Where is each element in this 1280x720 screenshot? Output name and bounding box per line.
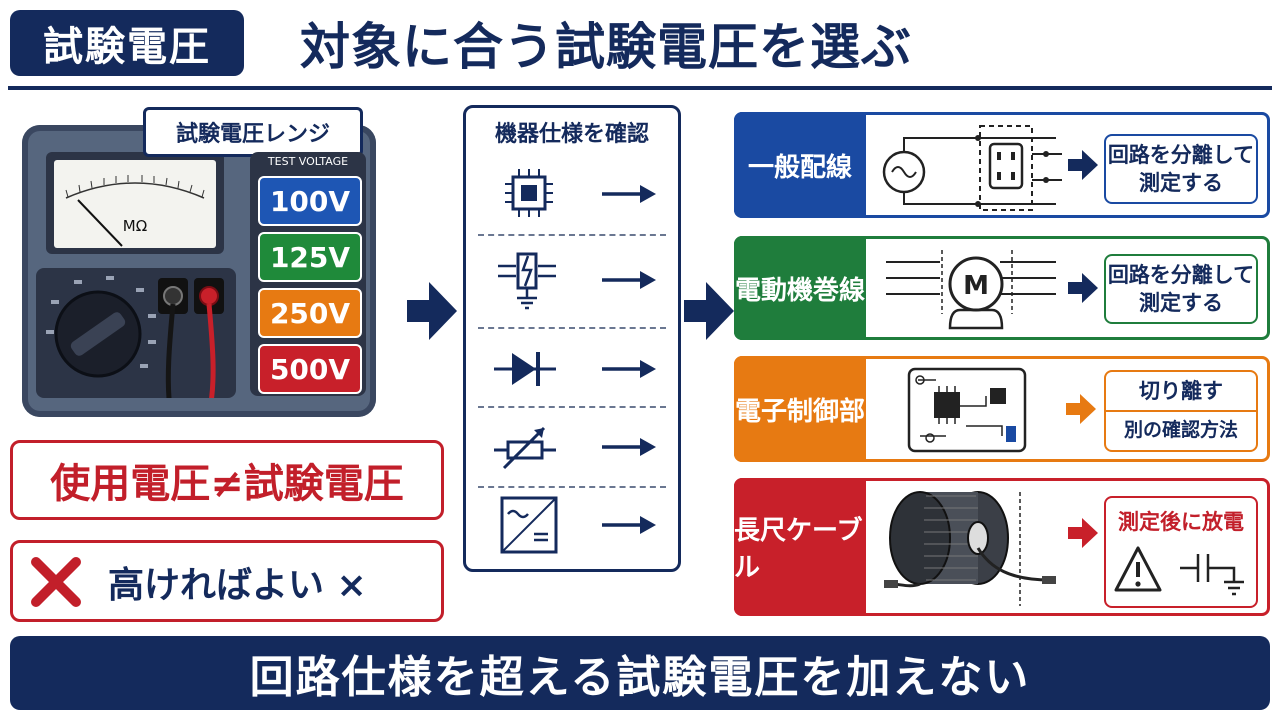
divider — [478, 327, 666, 329]
spec-panel — [463, 105, 681, 572]
arrow-right-icon — [600, 268, 658, 292]
cross-icon — [26, 552, 86, 612]
arrow-right-icon — [600, 182, 658, 206]
inverter-icon — [496, 494, 562, 556]
black-terminal[interactable] — [158, 278, 188, 314]
result-line: 回路を分離して — [1107, 262, 1255, 287]
arrow-right-icon — [684, 282, 734, 340]
red-lead-wire — [206, 303, 216, 409]
red-terminal[interactable] — [194, 278, 224, 314]
arrow-right-icon — [1068, 518, 1098, 548]
spec-title: 機器仕様を確認 — [494, 122, 649, 147]
rotary-dial[interactable] — [54, 290, 142, 378]
warning-icon — [1114, 546, 1162, 592]
result-line: 測定後に放電 — [1118, 510, 1244, 534]
warning-note — [10, 540, 444, 622]
outlet-circuit-icon — [876, 120, 1066, 212]
voltage-note: 使用電圧≠試験電圧 — [10, 440, 444, 520]
row-label: 一般配線 — [734, 112, 866, 218]
row-label: 長尺ケーブル — [734, 478, 866, 616]
arrow-right-icon — [600, 513, 658, 537]
diode-icon — [492, 338, 558, 400]
warning-text: 高ければよい × — [108, 565, 367, 606]
cable-reel-icon — [880, 488, 1060, 610]
arrow-right-icon — [407, 282, 457, 340]
range-label: 試験電圧レンジ — [143, 107, 363, 157]
section-tag: 試験電圧 — [10, 10, 244, 76]
title-divider — [8, 86, 1272, 90]
result-box: 切り離す 別の確認方法 — [1104, 370, 1258, 452]
arrow-right-icon — [1066, 394, 1096, 424]
result-box: 測定後に放電 — [1104, 496, 1258, 608]
result-line: 回路を分離して — [1107, 142, 1255, 167]
row-label: 電子制御部 — [734, 356, 866, 462]
page-title: 対象に合う試験電圧を選ぶ — [300, 18, 912, 76]
arrow-right-icon — [600, 435, 658, 459]
arrow-right-icon — [600, 357, 658, 381]
motor-letter: M — [963, 271, 989, 301]
result-line: 測定する — [1139, 291, 1223, 315]
meter-scale-icon: MΩ — [65, 175, 205, 247]
meter-unit: MΩ — [123, 217, 147, 235]
variable-resistor-icon — [492, 416, 558, 478]
black-lead-wire — [165, 303, 176, 409]
voltage-500v-button[interactable]: 500V — [258, 344, 362, 394]
row-label: 電動機巻線 — [734, 236, 866, 340]
divider — [478, 486, 666, 488]
arrow-right-icon — [1068, 150, 1098, 180]
chip-icon — [496, 162, 562, 224]
result-box: 回路を分離して 測定する — [1104, 254, 1258, 324]
voltage-250v-button[interactable]: 250V — [258, 288, 362, 338]
control-panel — [36, 268, 236, 409]
arrow-right-icon — [1068, 273, 1098, 303]
result-line: 切り離す — [1106, 372, 1256, 412]
voltage-125v-button[interactable]: 125V — [258, 232, 362, 282]
result-box: 回路を分離して 測定する — [1104, 134, 1258, 204]
result-line: 測定する — [1139, 171, 1223, 195]
surge-protector-icon — [494, 248, 560, 310]
result-line: 別の確認方法 — [1123, 419, 1238, 442]
voltage-100v-button[interactable]: 100V — [258, 176, 362, 226]
analog-meter: MΩ — [54, 160, 216, 248]
footer-banner: 回路仕様を超える試験電圧を加えない — [10, 636, 1270, 710]
capacitor-ground-icon — [1180, 554, 1244, 596]
divider — [478, 234, 666, 236]
test-voltage-label: TEST VOLTAGE — [267, 155, 349, 168]
divider — [478, 406, 666, 408]
discharge-symbols — [1114, 544, 1250, 600]
motor-icon: M — [880, 244, 1060, 334]
circuit-board-icon — [906, 366, 1028, 454]
